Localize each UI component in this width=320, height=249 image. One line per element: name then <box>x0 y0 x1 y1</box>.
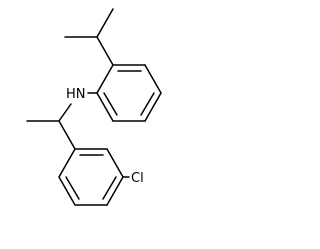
ring2-bond-3 <box>106 176 124 206</box>
bond-ch-methyl-top <box>96 8 114 38</box>
ring2-bond-2 <box>106 148 124 178</box>
ring1-bond-2 <box>144 64 162 94</box>
ring1-bond-3 <box>144 92 162 122</box>
ring2-double-2 <box>102 176 117 200</box>
chlorine-label: Cl <box>131 171 144 186</box>
amine-linkage: HN <box>58 87 98 122</box>
ring2-bond-5 <box>58 176 76 206</box>
bond-ch-to-lower-ring <box>58 120 76 150</box>
ethylidene-group <box>26 120 76 150</box>
bond-n-to-ch <box>58 103 72 122</box>
ring2-double-3 <box>65 176 80 200</box>
chlorine-substituent: Cl <box>122 171 144 186</box>
ring1-double-2 <box>140 92 155 116</box>
ring1-bond-5 <box>96 92 114 122</box>
bond-ch-to-ring <box>96 36 114 66</box>
ring1-double-3 <box>103 92 118 116</box>
upper-benzene-ring <box>96 64 162 122</box>
chemical-structure: HN Cl <box>26 8 162 206</box>
ring1-bond-6 <box>96 64 114 94</box>
lower-benzene-ring <box>58 148 124 206</box>
amine-label: HN <box>66 87 86 102</box>
ring2-bond-6 <box>58 148 76 178</box>
isopropyl-group <box>64 8 114 66</box>
